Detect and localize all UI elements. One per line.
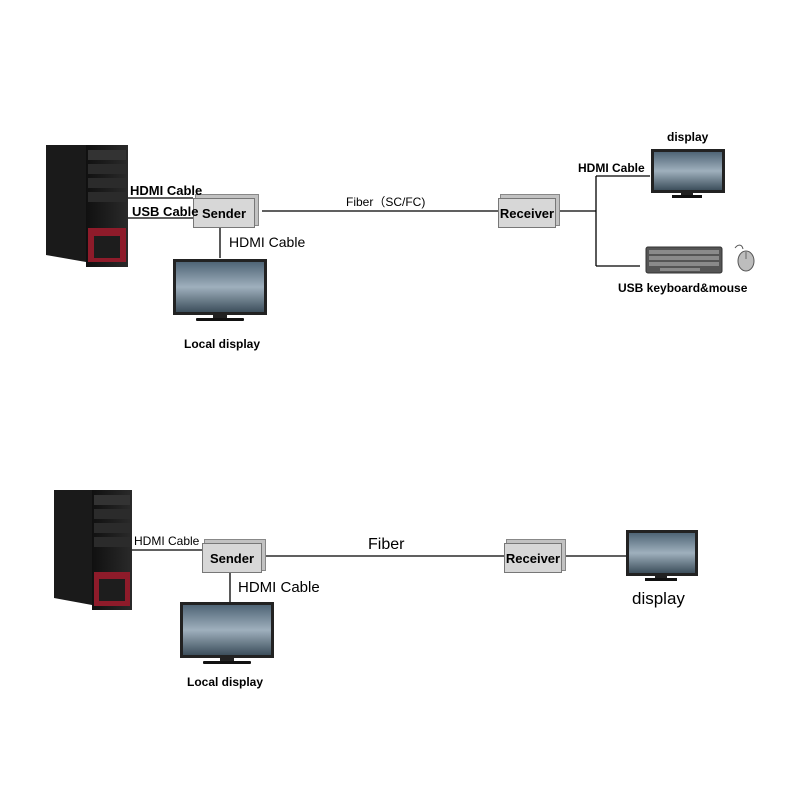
sender-box: Sender <box>202 543 262 573</box>
display-label: display <box>632 589 685 608</box>
pc-tower-icon <box>54 490 132 610</box>
receiver-box: Receiver <box>504 543 562 573</box>
pc-tower-icon <box>46 145 128 267</box>
display-label: display <box>667 130 709 144</box>
fiber-label: Fiber（SC/FC) <box>346 195 426 209</box>
usb-keyboard-mouse-label: USB keyboard&mouse <box>618 281 748 295</box>
fiber-label: Fiber <box>368 536 405 553</box>
receiver-box: Receiver <box>498 198 556 228</box>
sender-label: Sender <box>209 550 255 566</box>
receiver-hdmi-cable-label: HDMI Cable <box>578 161 645 175</box>
sender-label: Sender <box>201 205 247 221</box>
usb-cable-label: USB Cable <box>132 204 199 219</box>
hdmi-cable-label: HDMI Cable <box>130 183 203 198</box>
receiver-label: Receiver <box>505 550 561 566</box>
local-display-icon <box>180 602 274 664</box>
sender-hdmi-cable-label: HDMI Cable <box>229 234 306 250</box>
local-display-label: Local display <box>187 675 264 689</box>
hdmi-cable-label: HDMI Cable <box>134 534 200 548</box>
mouse-icon <box>734 244 755 272</box>
receiver-label: Receiver <box>499 205 555 221</box>
local-display-label: Local display <box>184 337 261 351</box>
keyboard-icon <box>645 246 723 274</box>
local-display-icon <box>173 259 267 321</box>
sender-hdmi-cable-label: HDMI Cable <box>238 579 320 596</box>
remote-display-icon <box>651 149 725 198</box>
remote-display-icon <box>626 530 698 581</box>
sender-box: Sender <box>193 198 255 228</box>
